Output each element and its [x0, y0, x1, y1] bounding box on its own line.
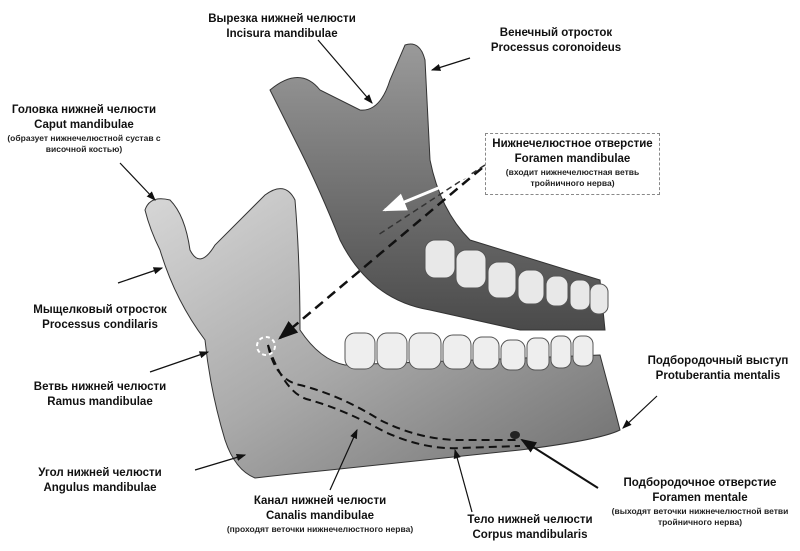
label-la: Protuberantia mentalis	[655, 370, 781, 382]
label-angulus: Угол нижней челюсти Angulus mandibulae	[38, 466, 162, 496]
label-la: Corpus mandibularis	[472, 529, 588, 541]
label-note: (образует нижнечелюстной сустав с	[7, 133, 161, 143]
label-ru: Венечный отросток	[499, 27, 613, 39]
label-la: Foramen mandibulae	[514, 153, 631, 165]
label-canalis: Канал нижней челюсти Canalis mandibulae …	[227, 494, 413, 535]
pointer-lines	[117, 39, 658, 513]
label-note: височной костью)	[45, 144, 123, 154]
label-ru: Тело нижней челюсти	[467, 514, 593, 526]
label-la: Ramus mandibulae	[47, 396, 153, 408]
label-incisura: Вырезка нижней челюсти Incisura mandibul…	[208, 12, 356, 42]
label-la: Caput mandibulae	[34, 119, 134, 131]
label-caput: Головка нижней челюсти Caput mandibulae …	[7, 103, 160, 155]
label-ru: Головка нижней челюсти	[11, 104, 157, 116]
foramen-white-arrow	[382, 173, 471, 212]
label-la: Processus condilaris	[42, 319, 158, 331]
label-note: тройничного нерва)	[530, 178, 615, 188]
label-ru: Подбородочное отверстие	[623, 477, 777, 489]
label-la: Angulus mandibulae	[43, 482, 157, 494]
label-ru: Подбородочный выступ	[647, 355, 789, 367]
foramen-mandibulae-mark	[256, 336, 276, 356]
label-note: (проходят веточки нижнечелюстного нерва)	[226, 524, 414, 534]
label-corpus: Тело нижней челюсти Corpus mandibularis	[467, 513, 592, 543]
label-foramen-mandibulae: Нижнечелюстное отверстие Foramen mandibu…	[485, 133, 660, 195]
label-note: тройничного нерва)	[657, 517, 743, 527]
label-la: Processus coronoideus	[490, 42, 622, 54]
far-ramus	[269, 43, 606, 331]
label-ru: Нижнечелюстное отверстие	[492, 138, 653, 150]
label-ru: Вырезка нижней челюсти	[208, 13, 356, 25]
foramen-mentale-mark	[510, 431, 520, 439]
label-la: Foramen mentale	[652, 492, 748, 504]
label-ru: Канал нижней челюсти	[253, 495, 387, 507]
label-coronoid: Венечный отросток Processus coronoideus	[491, 26, 621, 56]
label-condylar: Мыщелковый отросток Processus condilaris	[33, 303, 167, 333]
label-ru: Угол нижней челюсти	[38, 467, 162, 479]
label-la: Incisura mandibulae	[226, 28, 338, 40]
near-teeth	[344, 332, 594, 371]
far-teeth	[424, 239, 609, 315]
label-la: Canalis mandibulae	[265, 510, 375, 522]
label-ramus: Ветвь нижней челюсти Ramus mandibulae	[34, 380, 166, 410]
label-ru: Ветвь нижней челюсти	[33, 381, 167, 393]
label-foramen-mentale: Подбородочное отверстие Foramen mentale …	[612, 476, 789, 528]
foramen-dashed-pointer	[278, 167, 483, 340]
label-note: (входит нижнечелюстная ветвь	[505, 167, 640, 177]
canal-dashed-line	[267, 344, 520, 441]
label-protuberantia: Подбородочный выступ Protuberantia menta…	[648, 354, 789, 384]
label-ru: Мыщелковый отросток	[33, 304, 167, 316]
near-mandible	[144, 188, 621, 479]
label-note: (выходят веточки нижнечелюстной ветви	[611, 506, 789, 516]
